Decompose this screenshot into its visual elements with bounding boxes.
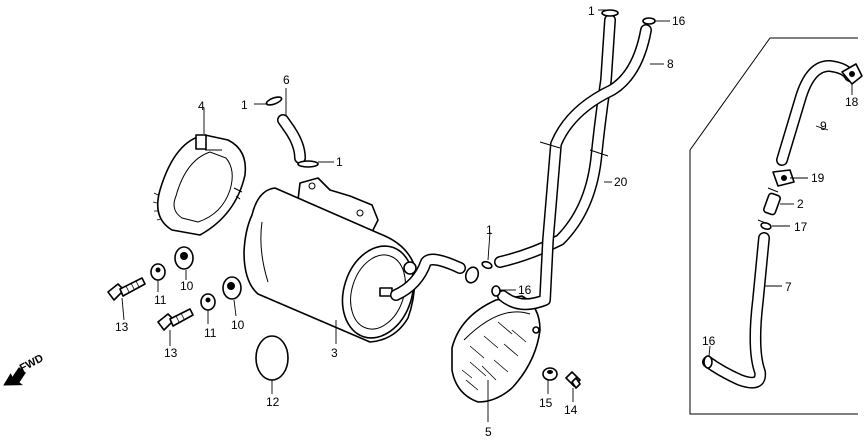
callout-10-upper: 10 xyxy=(180,279,194,293)
part-3-canister xyxy=(243,177,480,343)
part-11-grommet-upper xyxy=(150,263,166,281)
part-14-bolt xyxy=(565,371,581,389)
callout-16-inset: 16 xyxy=(702,334,716,348)
callout-2: 2 xyxy=(797,197,804,211)
part-16-clip-inset xyxy=(703,355,713,369)
callout-labels: 1 6 1 4 1 16 8 1 16 20 9 18 19 2 17 7 16… xyxy=(115,4,859,439)
callout-8: 8 xyxy=(667,57,674,71)
part-15-nut xyxy=(542,367,558,381)
part-10-collar-lower xyxy=(222,276,242,300)
part-19-clip xyxy=(772,169,795,187)
callout-11-upper: 11 xyxy=(154,293,167,307)
fwd-label: FWD xyxy=(18,352,46,374)
part-17-clip xyxy=(760,222,772,230)
part-4-canister-bracket xyxy=(152,134,247,236)
callout-14: 14 xyxy=(564,403,578,417)
part-18-cap xyxy=(841,63,863,85)
callout-18: 18 xyxy=(845,95,859,109)
part-7-hose xyxy=(702,232,770,389)
part-13-bolt-lower xyxy=(157,308,194,331)
callout-3: 3 xyxy=(331,346,338,360)
callout-6: 6 xyxy=(283,73,290,87)
callout-4: 4 xyxy=(198,99,205,113)
forward-arrow-icon xyxy=(3,367,26,386)
callout-15: 15 xyxy=(539,396,553,410)
part-20-hose xyxy=(494,9,656,311)
callout-13-lower: 13 xyxy=(164,346,178,360)
part-11-grommet-lower xyxy=(200,293,216,311)
callout-17: 17 xyxy=(794,220,808,234)
part-6-hose xyxy=(265,96,319,168)
callout-5: 5 xyxy=(485,425,492,439)
callout-19: 19 xyxy=(811,171,825,185)
part-5-cover xyxy=(451,295,541,403)
part-10-collar-upper xyxy=(174,246,194,270)
callout-9: 9 xyxy=(820,119,827,133)
part-9-hose xyxy=(776,60,856,166)
callout-10-lower: 10 xyxy=(231,318,245,332)
part-2-valve xyxy=(757,187,782,225)
callout-12: 12 xyxy=(266,395,280,409)
leader-lines xyxy=(121,9,853,422)
callout-13-upper: 13 xyxy=(115,320,129,334)
callout-1-middle: 1 xyxy=(486,223,493,237)
callout-1-top: 1 xyxy=(588,4,595,18)
callout-11-lower: 11 xyxy=(204,326,217,340)
callout-7: 7 xyxy=(785,280,792,294)
callout-16-top: 16 xyxy=(672,14,686,28)
part-16-clip-middle xyxy=(491,285,501,297)
callout-20: 20 xyxy=(614,175,628,189)
forward-direction-indicator: FWD xyxy=(3,352,46,386)
callout-1-hose-clamp: 1 xyxy=(336,155,343,169)
inset-frame xyxy=(689,37,858,415)
callout-1-upper-left: 1 xyxy=(241,98,248,112)
callout-16-middle: 16 xyxy=(518,283,532,297)
part-1-clip-middle xyxy=(481,260,493,270)
part-12-disk xyxy=(255,335,289,381)
part-13-bolt-upper xyxy=(107,277,146,301)
